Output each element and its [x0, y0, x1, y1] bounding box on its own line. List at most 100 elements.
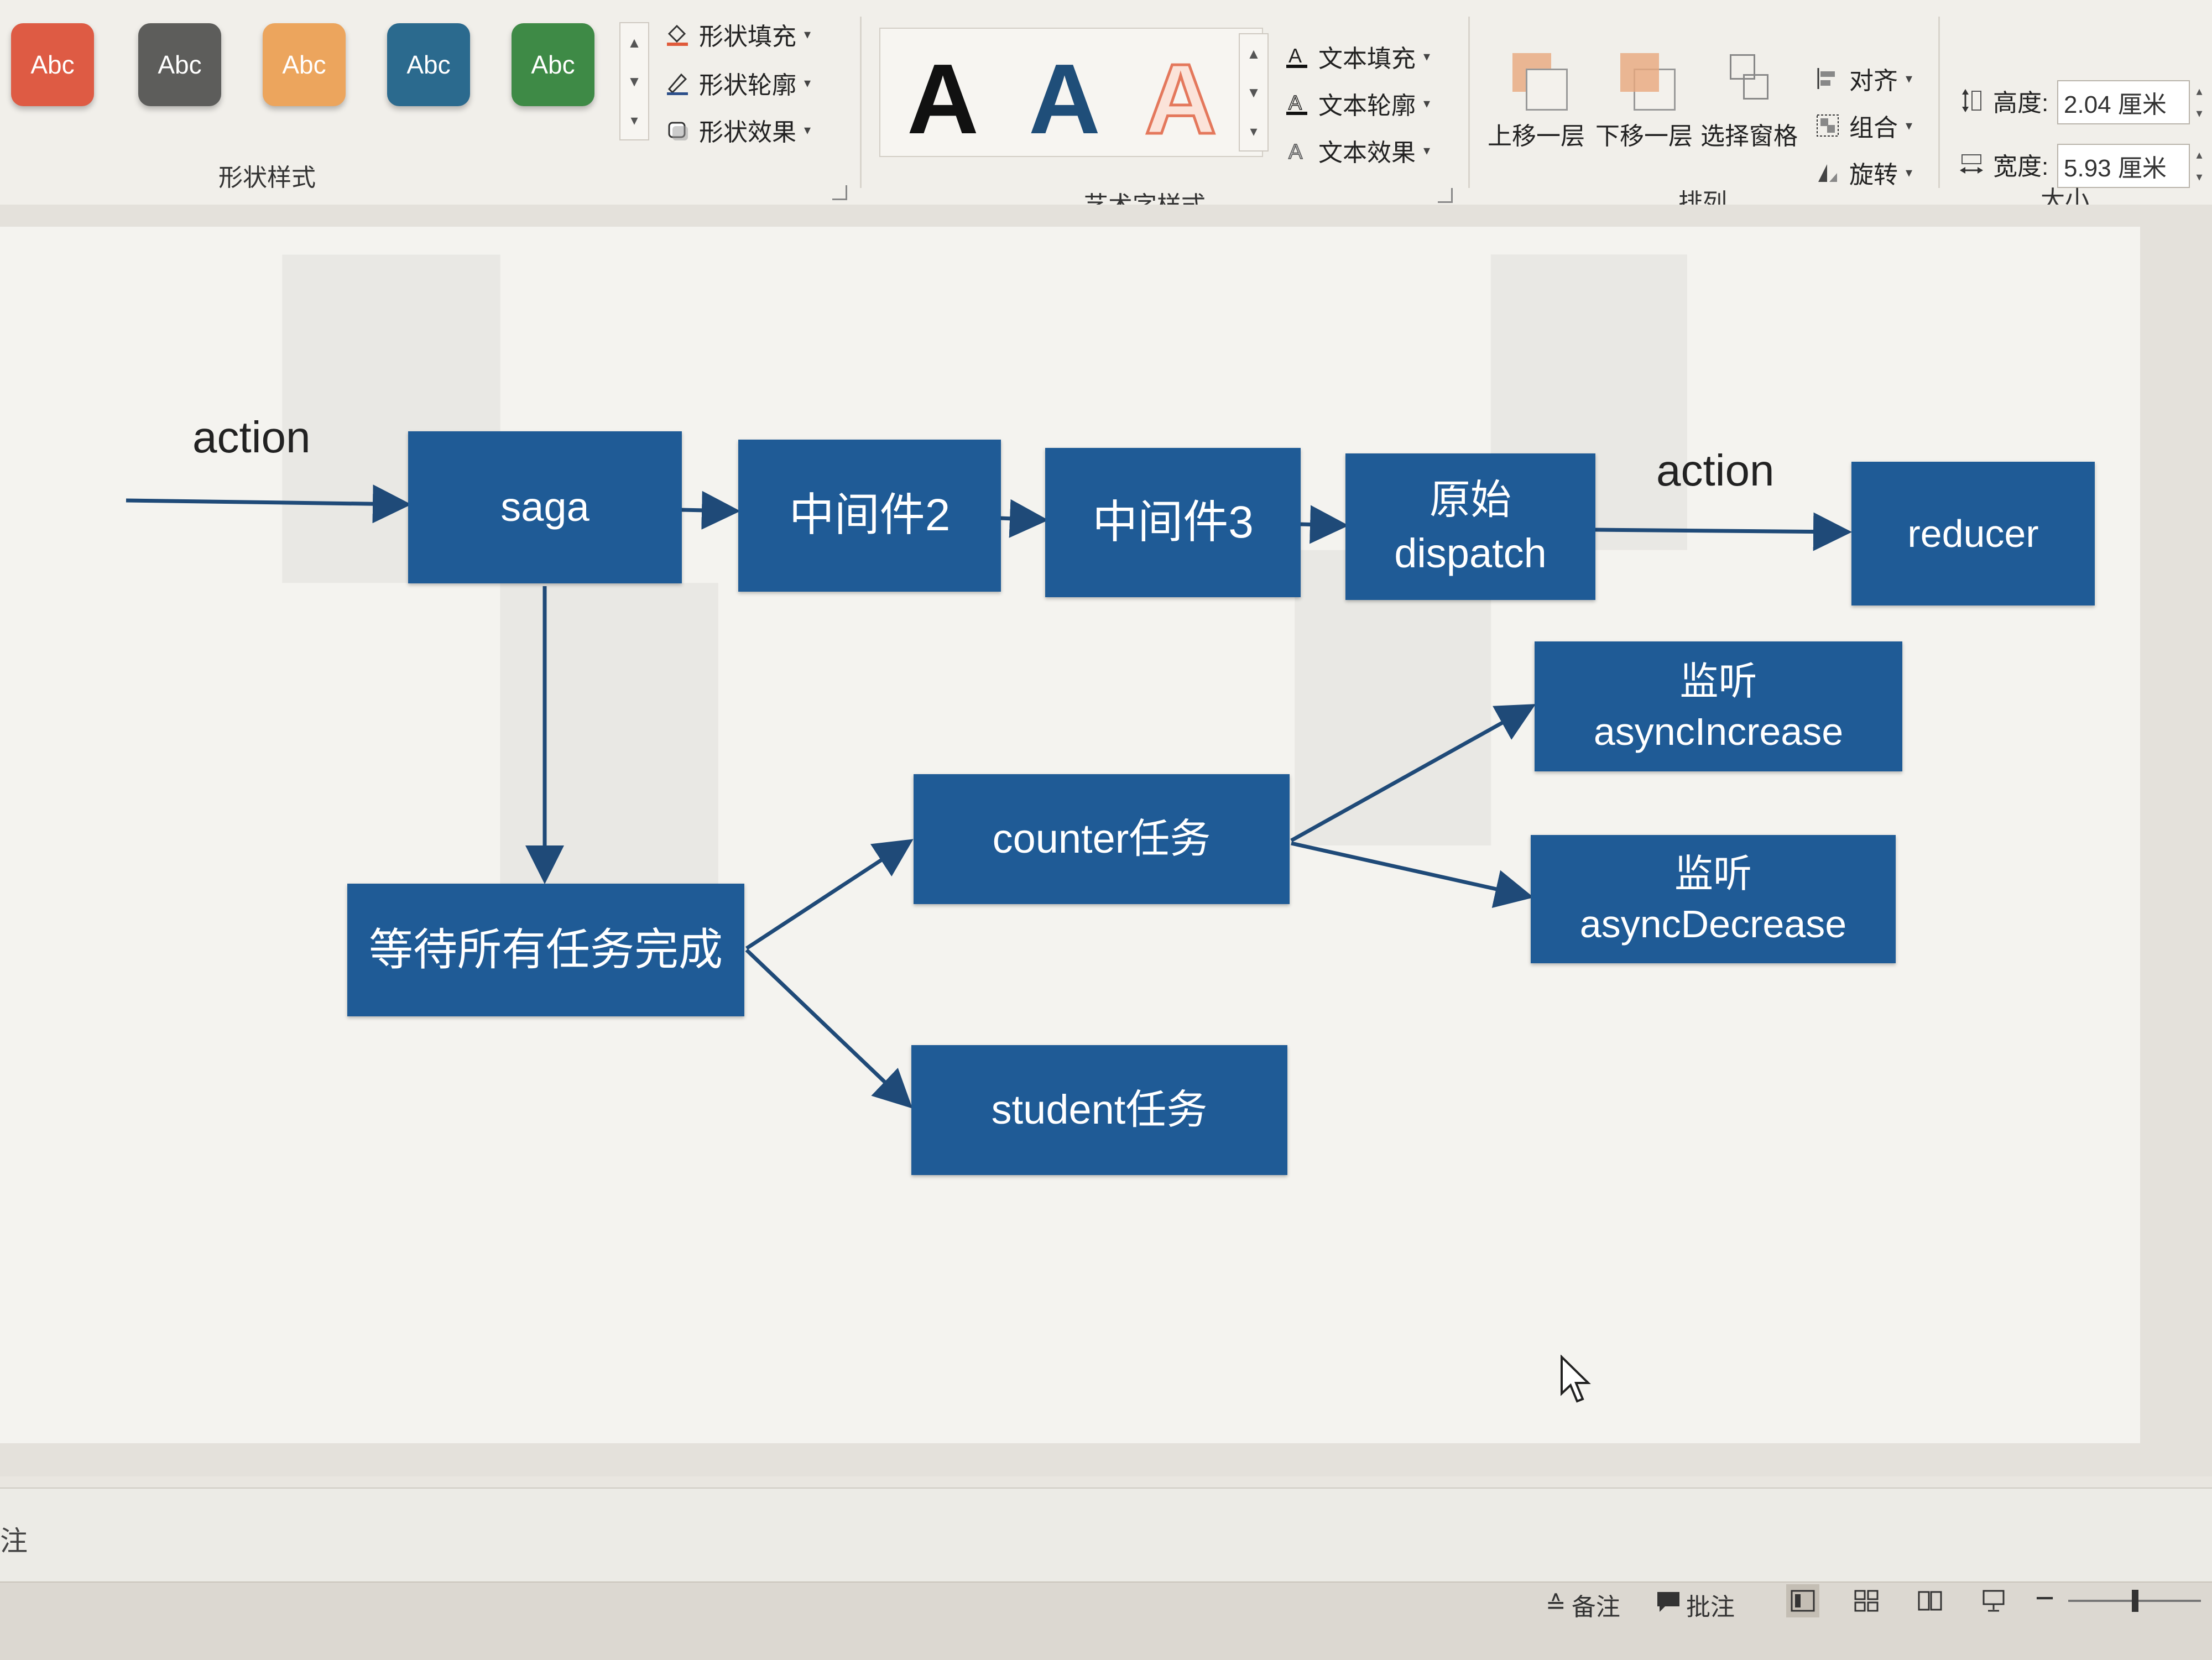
- wordart-sample-3[interactable]: A: [1144, 44, 1218, 155]
- shape-style-4[interactable]: Abc: [387, 23, 470, 106]
- student-task-label: student任务: [991, 1087, 1208, 1133]
- dialog-launcher-icon[interactable]: [1438, 188, 1453, 203]
- height-input[interactable]: 2.04 厘米: [2057, 80, 2190, 124]
- svg-text:A: A: [1288, 44, 1302, 67]
- shape-style-gallery-scroll[interactable]: ▲ ▼ ▾: [619, 22, 649, 140]
- slide-sorter-view-button[interactable]: [1850, 1584, 1883, 1617]
- student-task-box[interactable]: student任务: [911, 1045, 1287, 1175]
- wait-all-tasks-box[interactable]: 等待所有任务完成: [347, 884, 744, 1016]
- send-backward-icon: [1614, 50, 1676, 111]
- text-fill-icon: A: [1283, 43, 1311, 70]
- text-fill-button[interactable]: A 文本填充 ▾: [1283, 39, 1430, 74]
- ribbon-separator: [1938, 17, 1940, 188]
- reducer-box[interactable]: reducer: [1851, 462, 2095, 605]
- notes-icon: ≙: [1546, 1591, 1566, 1619]
- more-icon[interactable]: ▾: [630, 111, 638, 128]
- slideshow-button[interactable]: [1977, 1584, 2010, 1617]
- height-spinner[interactable]: ▴ ▾: [2191, 80, 2208, 124]
- saga-box[interactable]: saga: [408, 431, 682, 583]
- shape-outline-label: 形状轮廓: [699, 72, 796, 99]
- notes-pane[interactable]: 注: [0, 1487, 2212, 1583]
- rotate-button[interactable]: 旋转 ▾: [1814, 155, 1912, 190]
- notes-toggle-button[interactable]: ≙ 备注: [1546, 1587, 1620, 1622]
- height-label: 高度:: [1958, 83, 2048, 118]
- text-effects-icon: A: [1283, 137, 1311, 164]
- more-icon[interactable]: ▾: [1250, 122, 1258, 139]
- selection-pane-icon: [1719, 50, 1780, 111]
- pencil-icon: [664, 69, 691, 97]
- selection-pane-label: 选择窗格: [1700, 123, 1798, 150]
- dialog-launcher-icon[interactable]: [832, 185, 847, 200]
- spin-up-icon[interactable]: ▴: [2196, 84, 2203, 98]
- text-outline-button[interactable]: A 文本轮廓 ▾: [1283, 86, 1430, 121]
- shape-style-3[interactable]: Abc: [263, 23, 346, 106]
- shape-style-label: Abc: [406, 50, 451, 79]
- bring-forward-label: 上移一层: [1488, 123, 1585, 150]
- dropdown-caret-icon: ▾: [1906, 71, 1913, 86]
- send-backward-button[interactable]: 下移一层: [1595, 50, 1693, 152]
- shape-style-5[interactable]: Abc: [512, 23, 594, 106]
- scroll-down-icon[interactable]: ▼: [627, 72, 641, 90]
- rotate-label: 旋转: [1849, 161, 1898, 189]
- listen-increase-label-line1: 监听: [1679, 659, 1757, 703]
- dropdown-caret-icon: ▾: [1423, 49, 1431, 64]
- counter-task-box[interactable]: counter任务: [914, 774, 1290, 904]
- width-icon: [1958, 150, 1985, 178]
- listen-decrease-label-line1: 监听: [1674, 852, 1752, 895]
- width-spinner[interactable]: ▴ ▾: [2191, 144, 2208, 188]
- text-outline-icon: A: [1283, 90, 1311, 117]
- group-button[interactable]: 组合 ▾: [1814, 108, 1912, 143]
- wordart-sample-2[interactable]: A: [1029, 44, 1100, 155]
- ribbon-separator: [1468, 17, 1470, 188]
- zoom-out-button[interactable]: −: [2035, 1579, 2055, 1616]
- text-effects-button[interactable]: A 文本效果 ▾: [1283, 133, 1430, 168]
- scroll-up-icon[interactable]: ▲: [627, 34, 641, 51]
- scroll-up-icon[interactable]: ▲: [1246, 45, 1261, 62]
- spin-down-icon[interactable]: ▾: [2196, 106, 2203, 120]
- shape-style-1[interactable]: Abc: [11, 23, 94, 106]
- listen-async-decrease-box[interactable]: 监听 asyncDecrease: [1531, 835, 1896, 963]
- selection-pane-button[interactable]: 选择窗格: [1700, 50, 1798, 152]
- spin-up-icon[interactable]: ▴: [2196, 148, 2203, 161]
- wordart-sample-1[interactable]: A: [907, 44, 979, 155]
- ribbon-separator: [860, 17, 862, 188]
- middleware3-box[interactable]: 中间件3: [1045, 448, 1301, 597]
- bring-forward-button[interactable]: 上移一层: [1488, 50, 1585, 152]
- middleware2-box[interactable]: 中间件2: [738, 440, 1001, 592]
- counter-task-label: counter任务: [992, 816, 1211, 862]
- slide-sorter-icon: [1854, 1590, 1879, 1612]
- normal-view-button[interactable]: [1786, 1584, 1819, 1617]
- shape-effects-button[interactable]: 形状效果 ▾: [664, 112, 811, 148]
- comments-label: 批注: [1686, 1594, 1735, 1621]
- listen-decrease-label-line2: asyncDecrease: [1579, 902, 1847, 946]
- notes-pane-text: 注: [0, 1526, 28, 1557]
- shape-fill-button[interactable]: 形状填充 ▾: [664, 17, 811, 52]
- comments-toggle-button[interactable]: 批注: [1656, 1587, 1735, 1622]
- dropdown-caret-icon: ▾: [804, 75, 811, 91]
- spin-down-icon[interactable]: ▾: [2196, 170, 2203, 184]
- height-icon: [1958, 87, 1985, 114]
- reading-view-icon: [1918, 1591, 1942, 1611]
- svg-text:A: A: [1288, 91, 1302, 114]
- reading-view-button[interactable]: [1913, 1584, 1947, 1617]
- shape-style-label: Abc: [282, 50, 326, 79]
- shape-style-2[interactable]: Abc: [138, 23, 221, 106]
- slideshow-icon: [1983, 1590, 2005, 1612]
- wait-all-tasks-label: 等待所有任务完成: [369, 925, 723, 974]
- scroll-down-icon[interactable]: ▼: [1246, 83, 1261, 101]
- shape-style-label: Abc: [531, 50, 575, 79]
- mouse-cursor-icon: [1561, 1355, 1591, 1403]
- group-icon: [1814, 112, 1841, 139]
- listen-async-increase-box[interactable]: 监听 asyncIncrease: [1535, 641, 1902, 771]
- align-button[interactable]: 对齐 ▾: [1814, 61, 1912, 96]
- shape-style-label: Abc: [158, 50, 202, 79]
- width-input[interactable]: 5.93 厘米: [2057, 144, 2190, 188]
- action-label-left: action: [192, 413, 311, 462]
- width-label: 宽度:: [1958, 147, 2048, 182]
- original-dispatch-box[interactable]: 原始 dispatch: [1345, 453, 1595, 600]
- wordart-gallery-scroll[interactable]: ▲ ▼ ▾: [1239, 33, 1269, 152]
- shape-outline-button[interactable]: 形状轮廓 ▾: [664, 65, 811, 101]
- saga-label: saga: [500, 484, 589, 530]
- dropdown-caret-icon: ▾: [1423, 143, 1431, 158]
- zoom-slider-thumb[interactable]: [2132, 1590, 2138, 1612]
